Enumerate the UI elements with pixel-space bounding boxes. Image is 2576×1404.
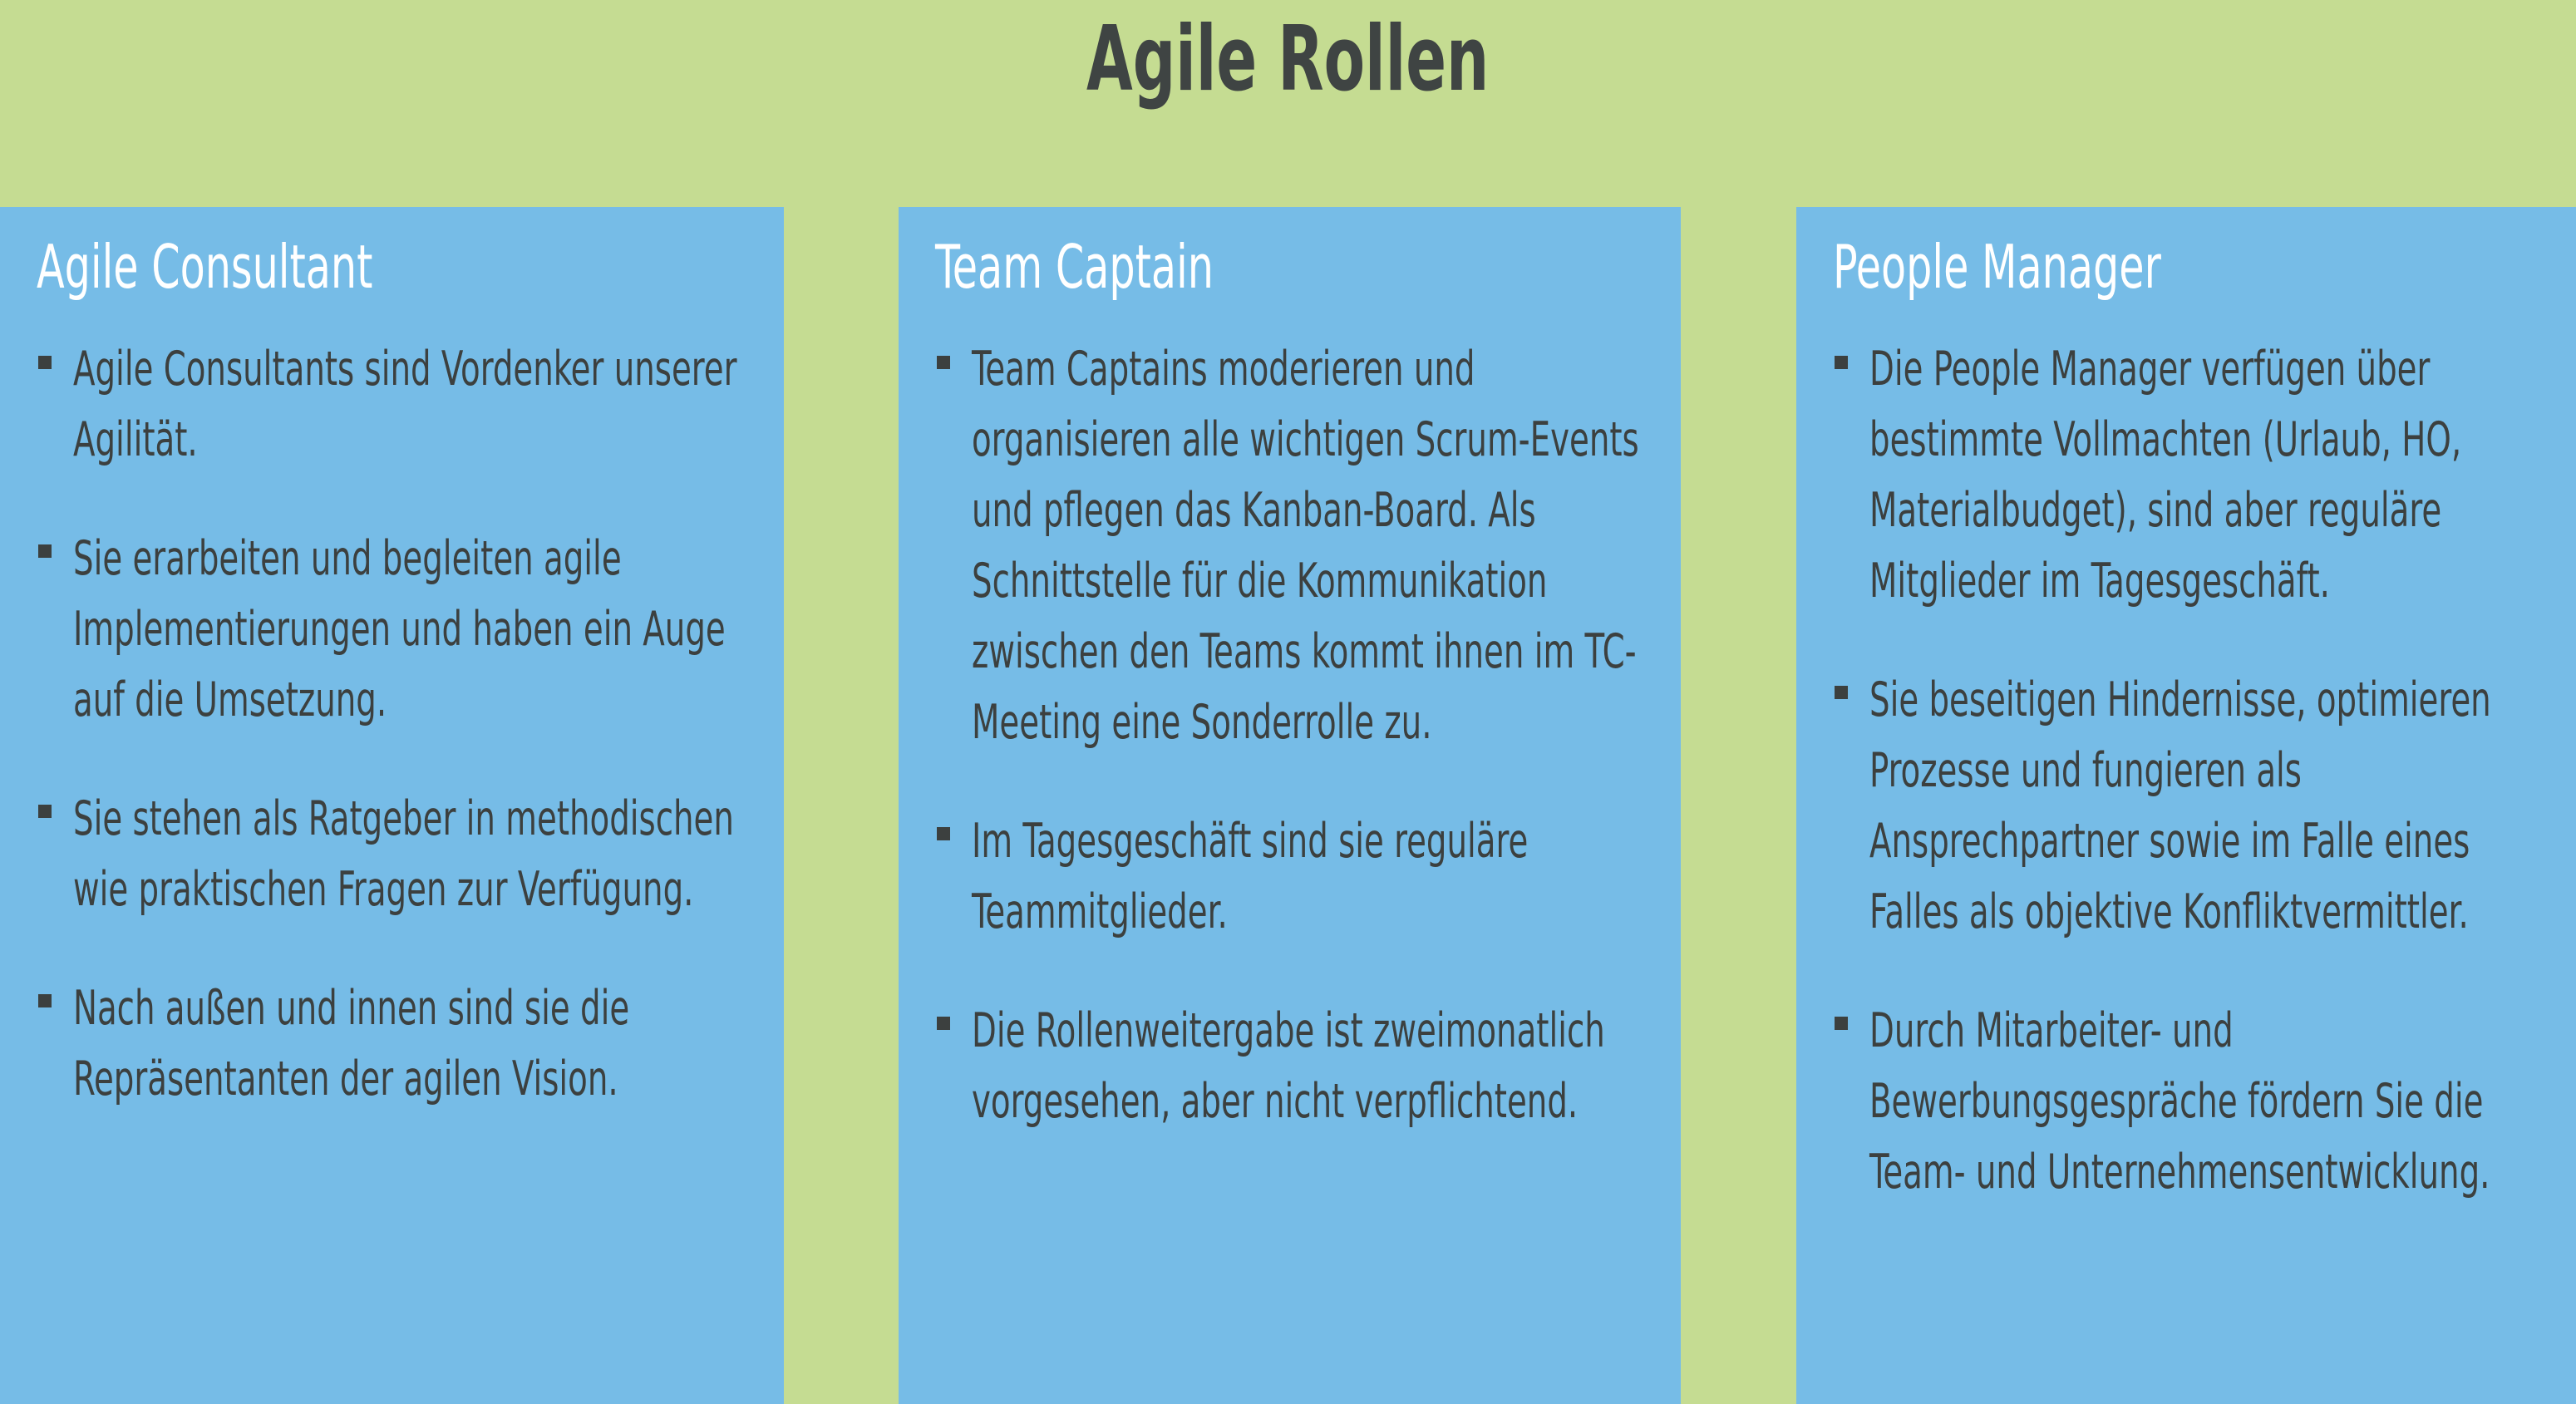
bullet-list-agile-consultant: Agile Consultants sind Vordenker unserer…	[37, 334, 759, 1114]
square-bullet-icon	[937, 1016, 950, 1030]
list-item: Sie beseitigen Hindernisse, optimieren P…	[1833, 665, 2551, 948]
list-item-text: Sie beseitigen Hindernisse, optimieren P…	[1869, 672, 2491, 939]
list-item: Im Tagesgeschäft sind sie reguläre Teamm…	[935, 806, 1656, 948]
list-item-text: Die Rollenweitergabe ist zweimonatlich v…	[972, 1003, 1605, 1129]
title-band: Agile Rollen	[0, 0, 2576, 207]
square-bullet-icon	[1835, 1016, 1848, 1030]
list-item: Die Rollenweitergabe ist zweimonatlich v…	[935, 996, 1656, 1137]
list-item: Team Captains moderieren und organisiere…	[935, 334, 1656, 758]
card-title-people-manager: People Manager	[1833, 232, 2161, 302]
square-bullet-icon	[38, 544, 52, 559]
card-title-agile-consultant: Agile Consultant	[37, 232, 373, 302]
list-item: Durch Mitarbeiter- und Bewerbungsgespräc…	[1833, 996, 2551, 1208]
square-bullet-icon	[1835, 686, 1848, 700]
square-bullet-icon	[38, 993, 52, 1007]
list-item-text: Agile Consultants sind Vordenker unserer…	[73, 342, 737, 468]
list-item-text: Nach außen und innen sind sie die Repräs…	[73, 980, 630, 1106]
list-item-text: Die People Manager verfügen über bestimm…	[1869, 342, 2462, 609]
list-item-text: Durch Mitarbeiter- und Bewerbungsgespräc…	[1869, 1003, 2490, 1200]
role-card-team-captain: Team Captain Team Captains moderieren un…	[899, 207, 1681, 1404]
bullet-list-team-captain: Team Captains moderieren und organisiere…	[935, 334, 1656, 1136]
list-item-text: Team Captains moderieren und organisiere…	[972, 342, 1639, 751]
square-bullet-icon	[937, 827, 950, 841]
list-item-text: Sie erarbeiten und begleiten agile Imple…	[73, 531, 726, 728]
card-title-team-captain: Team Captain	[935, 232, 1214, 302]
list-item: Sie stehen als Ratgeber in methodischen …	[37, 784, 759, 925]
role-card-people-manager: People Manager Die People Manager verfüg…	[1796, 207, 2576, 1404]
square-bullet-icon	[937, 355, 950, 369]
list-item-text: Im Tagesgeschäft sind sie reguläre Teamm…	[972, 813, 1529, 939]
page-title: Agile Rollen	[1086, 7, 1490, 111]
list-item: Agile Consultants sind Vordenker unserer…	[37, 334, 759, 475]
role-card-agile-consultant: Agile Consultant Agile Consultants sind …	[0, 207, 784, 1404]
list-item-text: Sie stehen als Ratgeber in methodischen …	[73, 791, 734, 917]
list-item: Nach außen und innen sind sie die Repräs…	[37, 973, 759, 1115]
list-item: Die People Manager verfügen über bestimm…	[1833, 334, 2551, 617]
bullet-list-people-manager: Die People Manager verfügen über bestimm…	[1833, 334, 2551, 1207]
square-bullet-icon	[38, 355, 52, 369]
square-bullet-icon	[1835, 355, 1848, 369]
list-item: Sie erarbeiten und begleiten agile Imple…	[37, 524, 759, 736]
square-bullet-icon	[38, 805, 52, 819]
